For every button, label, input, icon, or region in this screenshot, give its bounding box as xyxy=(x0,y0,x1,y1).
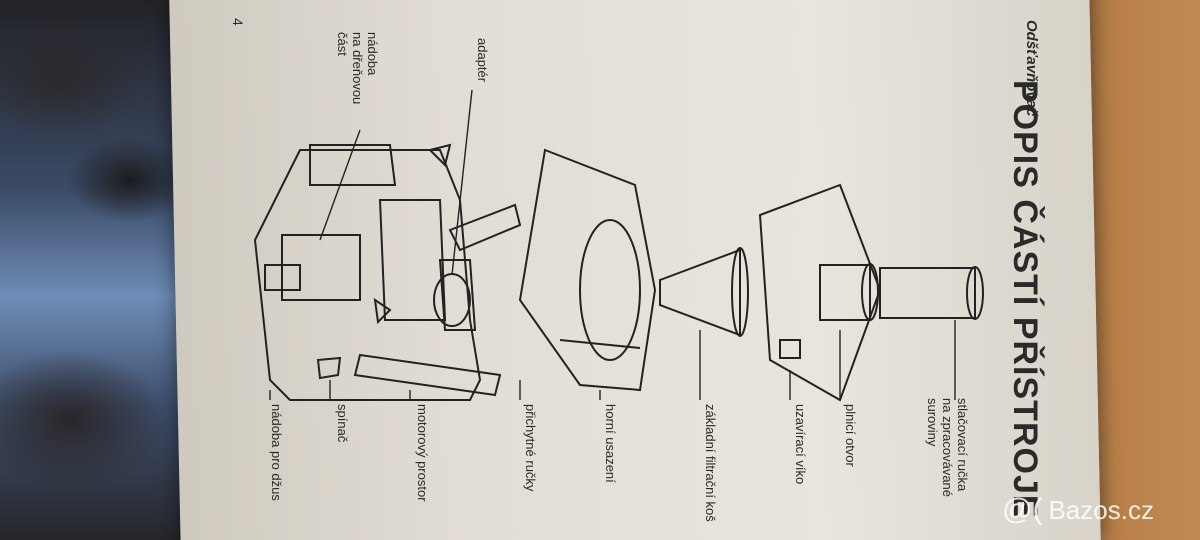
pusher xyxy=(879,267,976,319)
label-clip-handles: přichytné ručky xyxy=(523,404,538,492)
label-top-housing: horní usazení xyxy=(603,404,618,483)
filter-basket xyxy=(659,248,741,337)
arrow-icon xyxy=(428,143,452,167)
page-title: POPIS ČÁSTÍ PŘÍSTROJE xyxy=(1006,80,1044,519)
page-number: 4 xyxy=(230,18,246,26)
label-line: suroviny xyxy=(925,398,940,447)
label-line: na zpracovávané xyxy=(940,398,955,498)
label-switch: spínač xyxy=(335,404,350,443)
label-adapter: adaptér xyxy=(475,38,490,83)
watermark: @( Bazos.cz xyxy=(1002,490,1154,530)
label-pulp-container: nádoba na dřeňovou část xyxy=(335,32,380,104)
label-feed-tube: plnicí otvor xyxy=(843,404,858,467)
label-lid: uzavírací víko xyxy=(793,404,808,485)
label-line: na dřeňovou xyxy=(350,32,365,105)
label-line: stlačovací ručka xyxy=(955,398,970,492)
label-line: nádoba xyxy=(365,32,380,76)
label-motor: motorový prostor xyxy=(415,404,430,502)
switch xyxy=(316,356,342,380)
label-line: část xyxy=(335,32,350,56)
base-unit-outline xyxy=(253,149,482,401)
lid xyxy=(758,183,882,402)
adapter-disc xyxy=(433,273,471,327)
watermark-text: Bazos.cz xyxy=(1048,494,1154,525)
at-sign-icon: @( xyxy=(1002,493,1043,526)
top-housing xyxy=(518,148,657,392)
arrow-icon xyxy=(373,297,392,325)
label-pusher: stlačovací ručka na zpracovávané surovin… xyxy=(925,398,970,497)
label-juice-container: nádoba pro džus xyxy=(269,404,284,501)
label-filter-basket: základní filtrační koš xyxy=(703,404,718,522)
clip-handle xyxy=(448,203,522,252)
